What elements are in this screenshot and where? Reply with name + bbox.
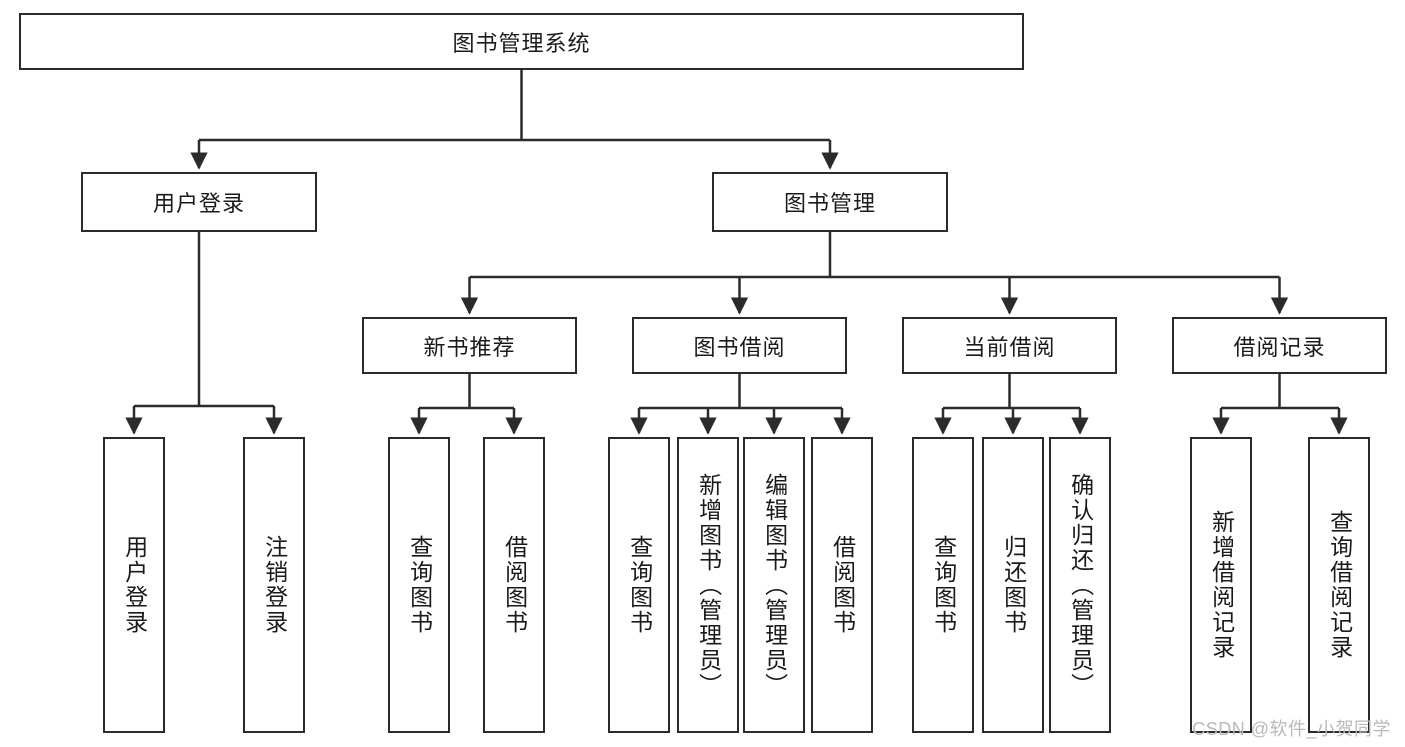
node-label: 图书借阅 bbox=[693, 334, 786, 360]
watermark-label: CSDN @软件_小贺同学 bbox=[1192, 719, 1391, 739]
node-label: 确认归还（管理员） bbox=[1067, 472, 1094, 698]
node-label: 用户登录 bbox=[152, 191, 245, 216]
node-label: 注销登录 bbox=[261, 535, 288, 635]
node-leaf-10[interactable]: 确认归还（管理员） bbox=[1049, 437, 1111, 733]
node-label: 编辑图书（管理员） bbox=[761, 472, 788, 698]
node-leaf-0[interactable]: 用户登录 bbox=[103, 437, 165, 733]
node-leaf-9[interactable]: 归还图书 bbox=[982, 437, 1044, 733]
node-leaf-6[interactable]: 编辑图书（管理员） bbox=[743, 437, 805, 733]
node-leaf-3[interactable]: 借阅图书 bbox=[483, 437, 545, 733]
node-label: 借阅图书 bbox=[501, 535, 528, 635]
node-leaf-1[interactable]: 注销登录 bbox=[243, 437, 305, 733]
node-label: 图书管理系统 bbox=[452, 30, 591, 56]
node-label: 当前借阅 bbox=[963, 334, 1056, 360]
node-label: 查询图书 bbox=[626, 535, 653, 635]
node-label: 借阅图书 bbox=[829, 535, 856, 635]
node-leaf-4[interactable]: 查询图书 bbox=[608, 437, 670, 733]
node-level3-0[interactable]: 新书推荐 bbox=[362, 317, 577, 374]
node-label: 借阅记录 bbox=[1233, 334, 1326, 360]
node-level2-0[interactable]: 用户登录 bbox=[81, 172, 317, 232]
node-label: 用户登录 bbox=[121, 535, 148, 635]
node-label: 图书管理 bbox=[783, 191, 876, 216]
node-label: 归还图书 bbox=[1000, 535, 1027, 635]
node-level2-1[interactable]: 图书管理 bbox=[712, 172, 948, 232]
node-label: 新增借阅记录 bbox=[1208, 510, 1235, 660]
node-leaf-5[interactable]: 新增图书（管理员） bbox=[677, 437, 739, 733]
node-leaf-8[interactable]: 查询图书 bbox=[912, 437, 974, 733]
node-level3-1[interactable]: 图书借阅 bbox=[632, 317, 847, 374]
node-leaf-12[interactable]: 查询借阅记录 bbox=[1308, 437, 1370, 733]
node-leaf-11[interactable]: 新增借阅记录 bbox=[1190, 437, 1252, 733]
node-label: 查询图书 bbox=[930, 535, 957, 635]
node-label: 新增图书（管理员） bbox=[695, 472, 722, 698]
node-level3-2[interactable]: 当前借阅 bbox=[902, 317, 1117, 374]
node-leaf-2[interactable]: 查询图书 bbox=[388, 437, 450, 733]
node-label: 新书推荐 bbox=[423, 334, 516, 360]
node-root-图书管理系统[interactable]: 图书管理系统 bbox=[19, 13, 1024, 70]
node-label: 查询图书 bbox=[406, 535, 433, 635]
node-label: 查询借阅记录 bbox=[1326, 510, 1353, 660]
node-level3-3[interactable]: 借阅记录 bbox=[1172, 317, 1387, 374]
node-leaf-7[interactable]: 借阅图书 bbox=[811, 437, 873, 733]
